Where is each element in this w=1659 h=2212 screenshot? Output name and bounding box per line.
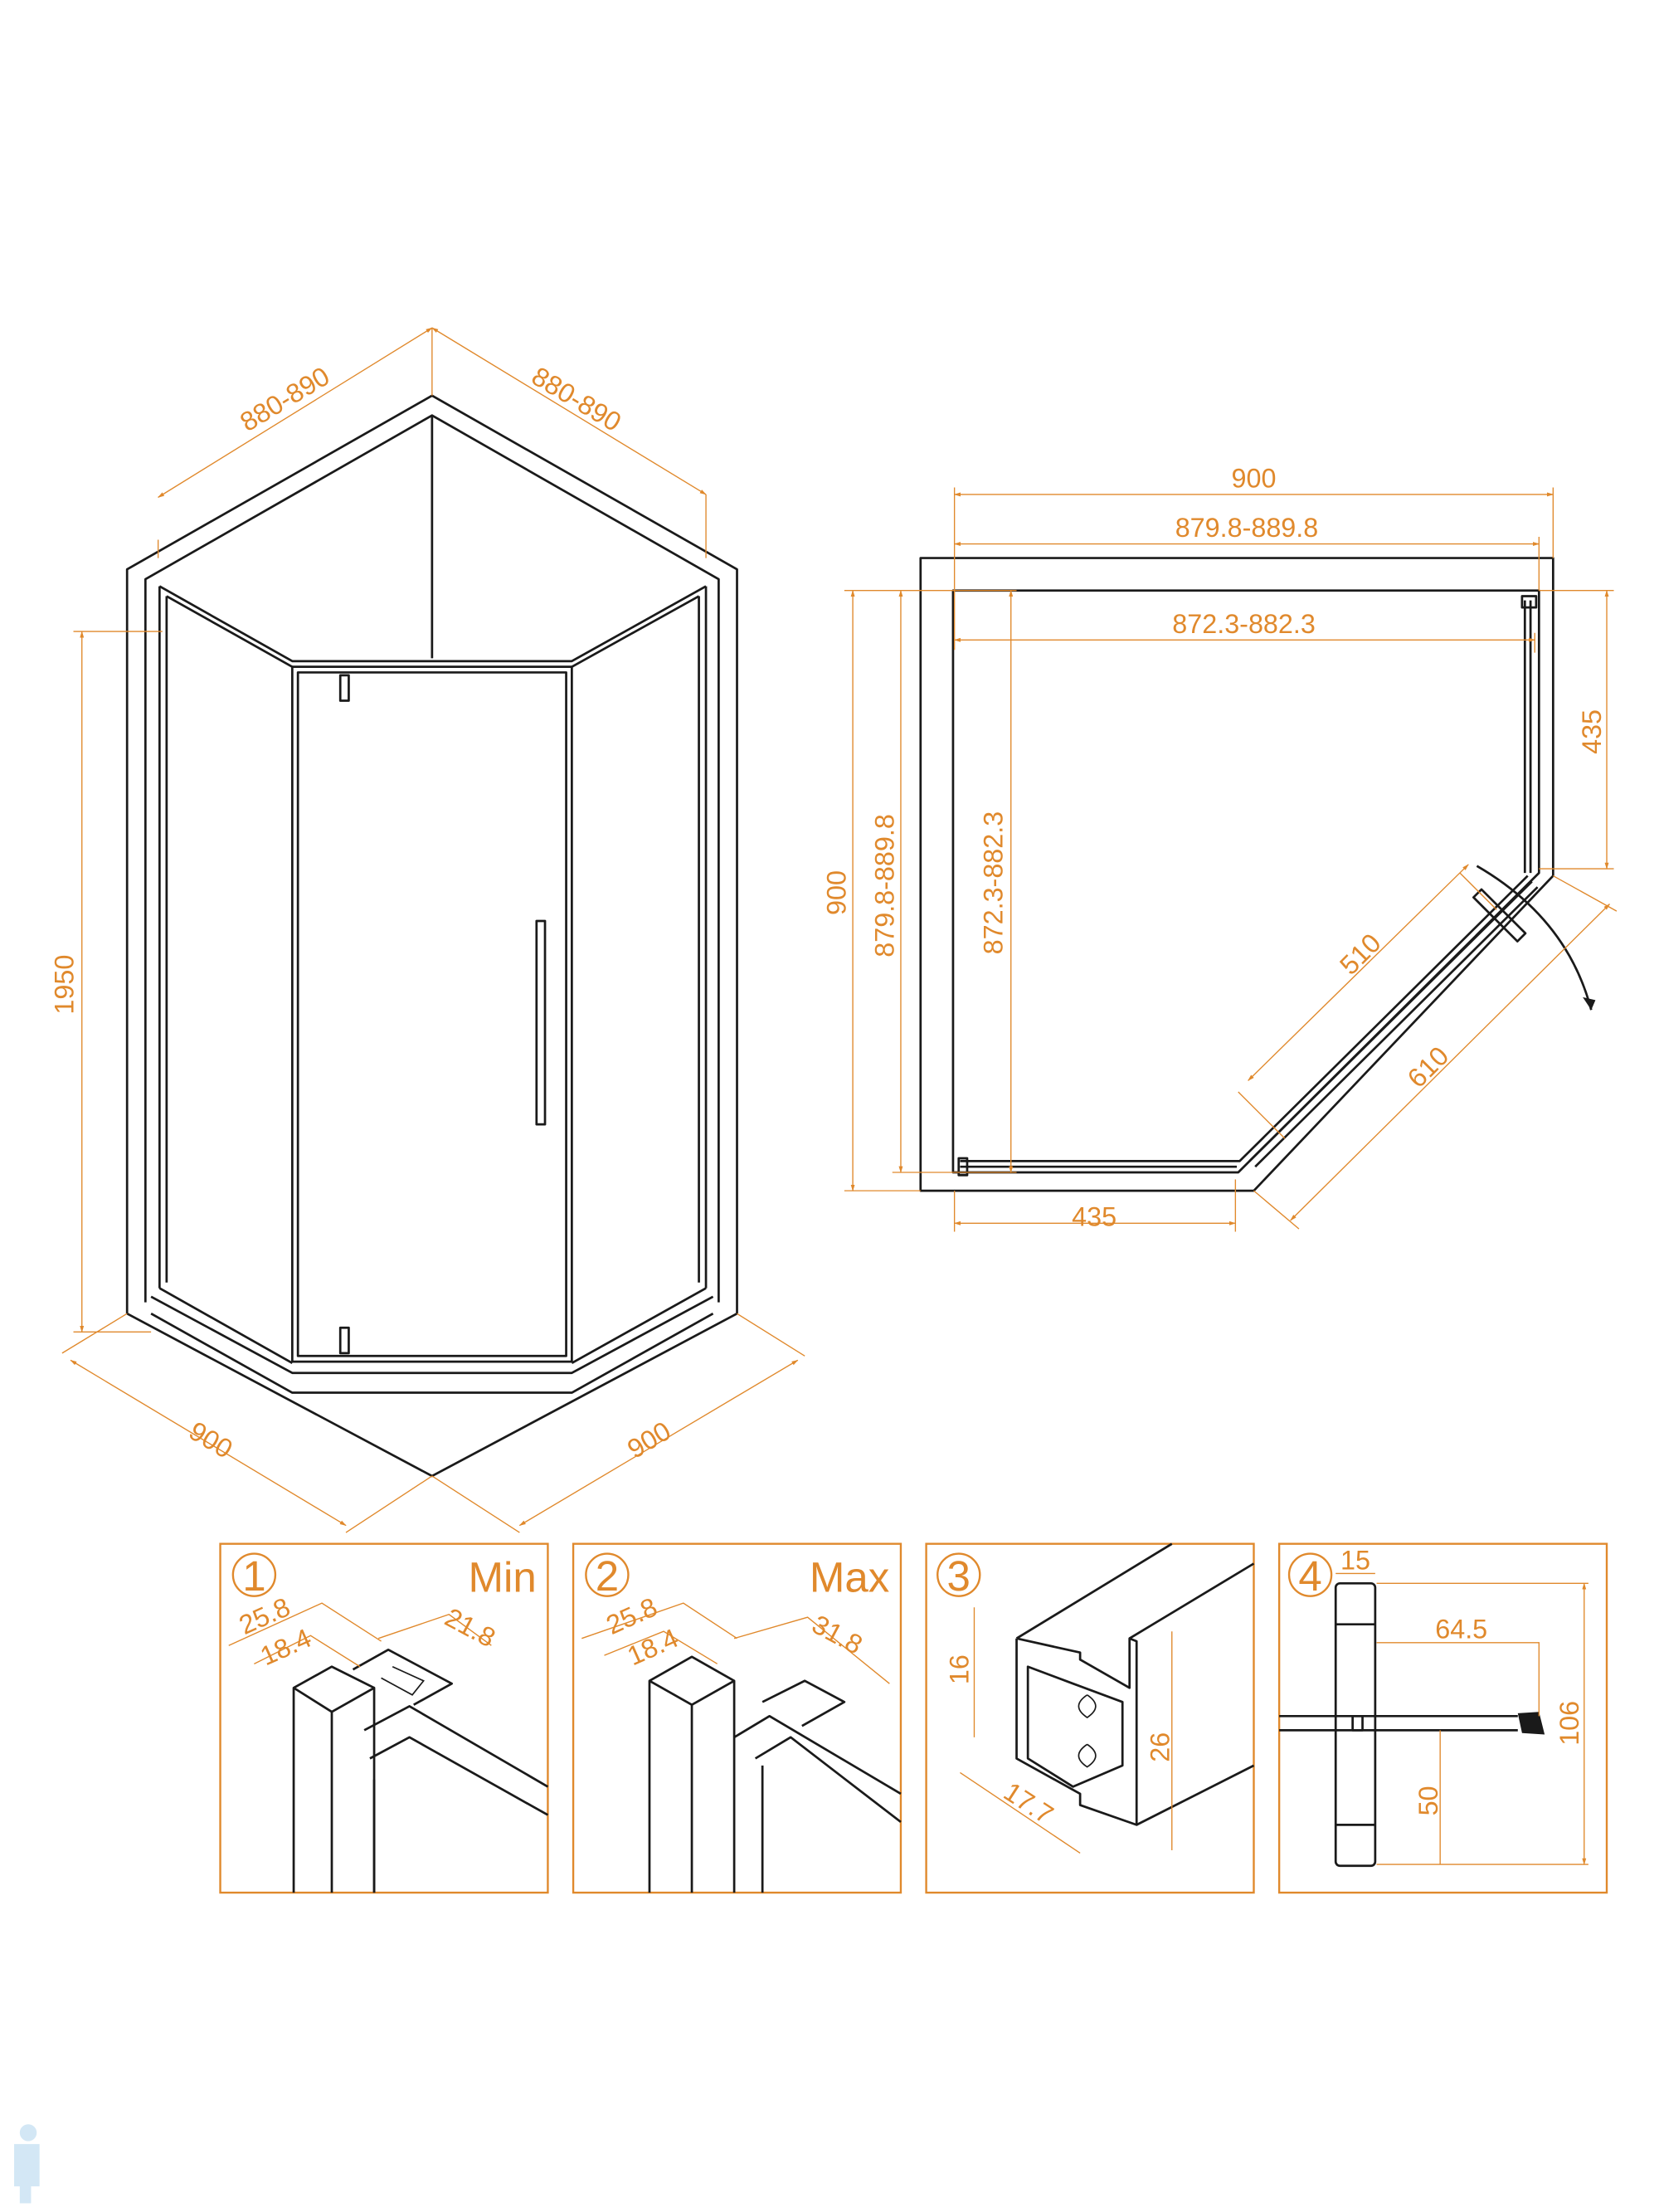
dim-bottom-left: 900: [184, 1415, 238, 1464]
dim-side-bottom: 435: [1072, 1202, 1117, 1232]
dim-height: 1950: [50, 955, 80, 1015]
dim-plan-width-outer: 879.8-889.8: [1175, 513, 1319, 543]
hinge-bottom: [338, 1326, 350, 1355]
detail-title: Min: [469, 1554, 537, 1601]
dim: 64.5: [1435, 1615, 1487, 1644]
detail-1-min: 1 Min 25.8 18.4 21.8: [219, 1542, 549, 1894]
dim: 15: [1340, 1545, 1370, 1575]
dim-top-right: 880-890: [527, 361, 626, 437]
dim-side-right: 435: [1577, 709, 1607, 754]
dim: 17.7: [999, 1776, 1058, 1830]
logo-figure: [14, 2124, 40, 2204]
dim: 16: [945, 1654, 975, 1684]
detail-2-max: 2 Max 25.8 18.4 31.8: [572, 1542, 902, 1894]
hinge-top: [338, 674, 350, 702]
dim-top-left: 880-890: [235, 361, 334, 437]
detail-4-seal: 4 15 64.5 106 50: [1277, 1542, 1608, 1894]
dim-bottom-right: 900: [622, 1415, 676, 1464]
dim-plan-depth: 900: [822, 870, 852, 915]
door-handle: [535, 919, 547, 1126]
detail-title: Max: [810, 1554, 889, 1601]
detail-number: 3: [947, 1552, 971, 1600]
detail-number: 4: [1298, 1552, 1321, 1600]
dim-door-opening: 510: [1334, 928, 1387, 981]
detail-number: 1: [242, 1552, 265, 1600]
plan-view: 900 879.8-889.8 872.3-882.3 900 879.8-88…: [822, 463, 1618, 1232]
dim-plan-width: 900: [1232, 463, 1277, 493]
dim-plan-depth-inner: 872.3-882.3: [979, 811, 1009, 955]
door-panel: [290, 665, 573, 1363]
detail-3-profile: 3 16 26 17.7: [925, 1542, 1255, 1894]
dim-plan-width-inner: 872.3-882.3: [1172, 609, 1316, 639]
detail-number: 2: [596, 1552, 619, 1600]
dim: 26: [1145, 1732, 1175, 1762]
dim: 31.8: [807, 1609, 867, 1659]
dim: 106: [1554, 1701, 1584, 1746]
dim: 50: [1413, 1786, 1443, 1815]
dim-plan-depth-outer: 879.8-889.8: [869, 814, 899, 957]
dim-door-width: 610: [1402, 1040, 1455, 1094]
perspective-view: 880-890 880-890 1950 900 900: [50, 327, 805, 1533]
